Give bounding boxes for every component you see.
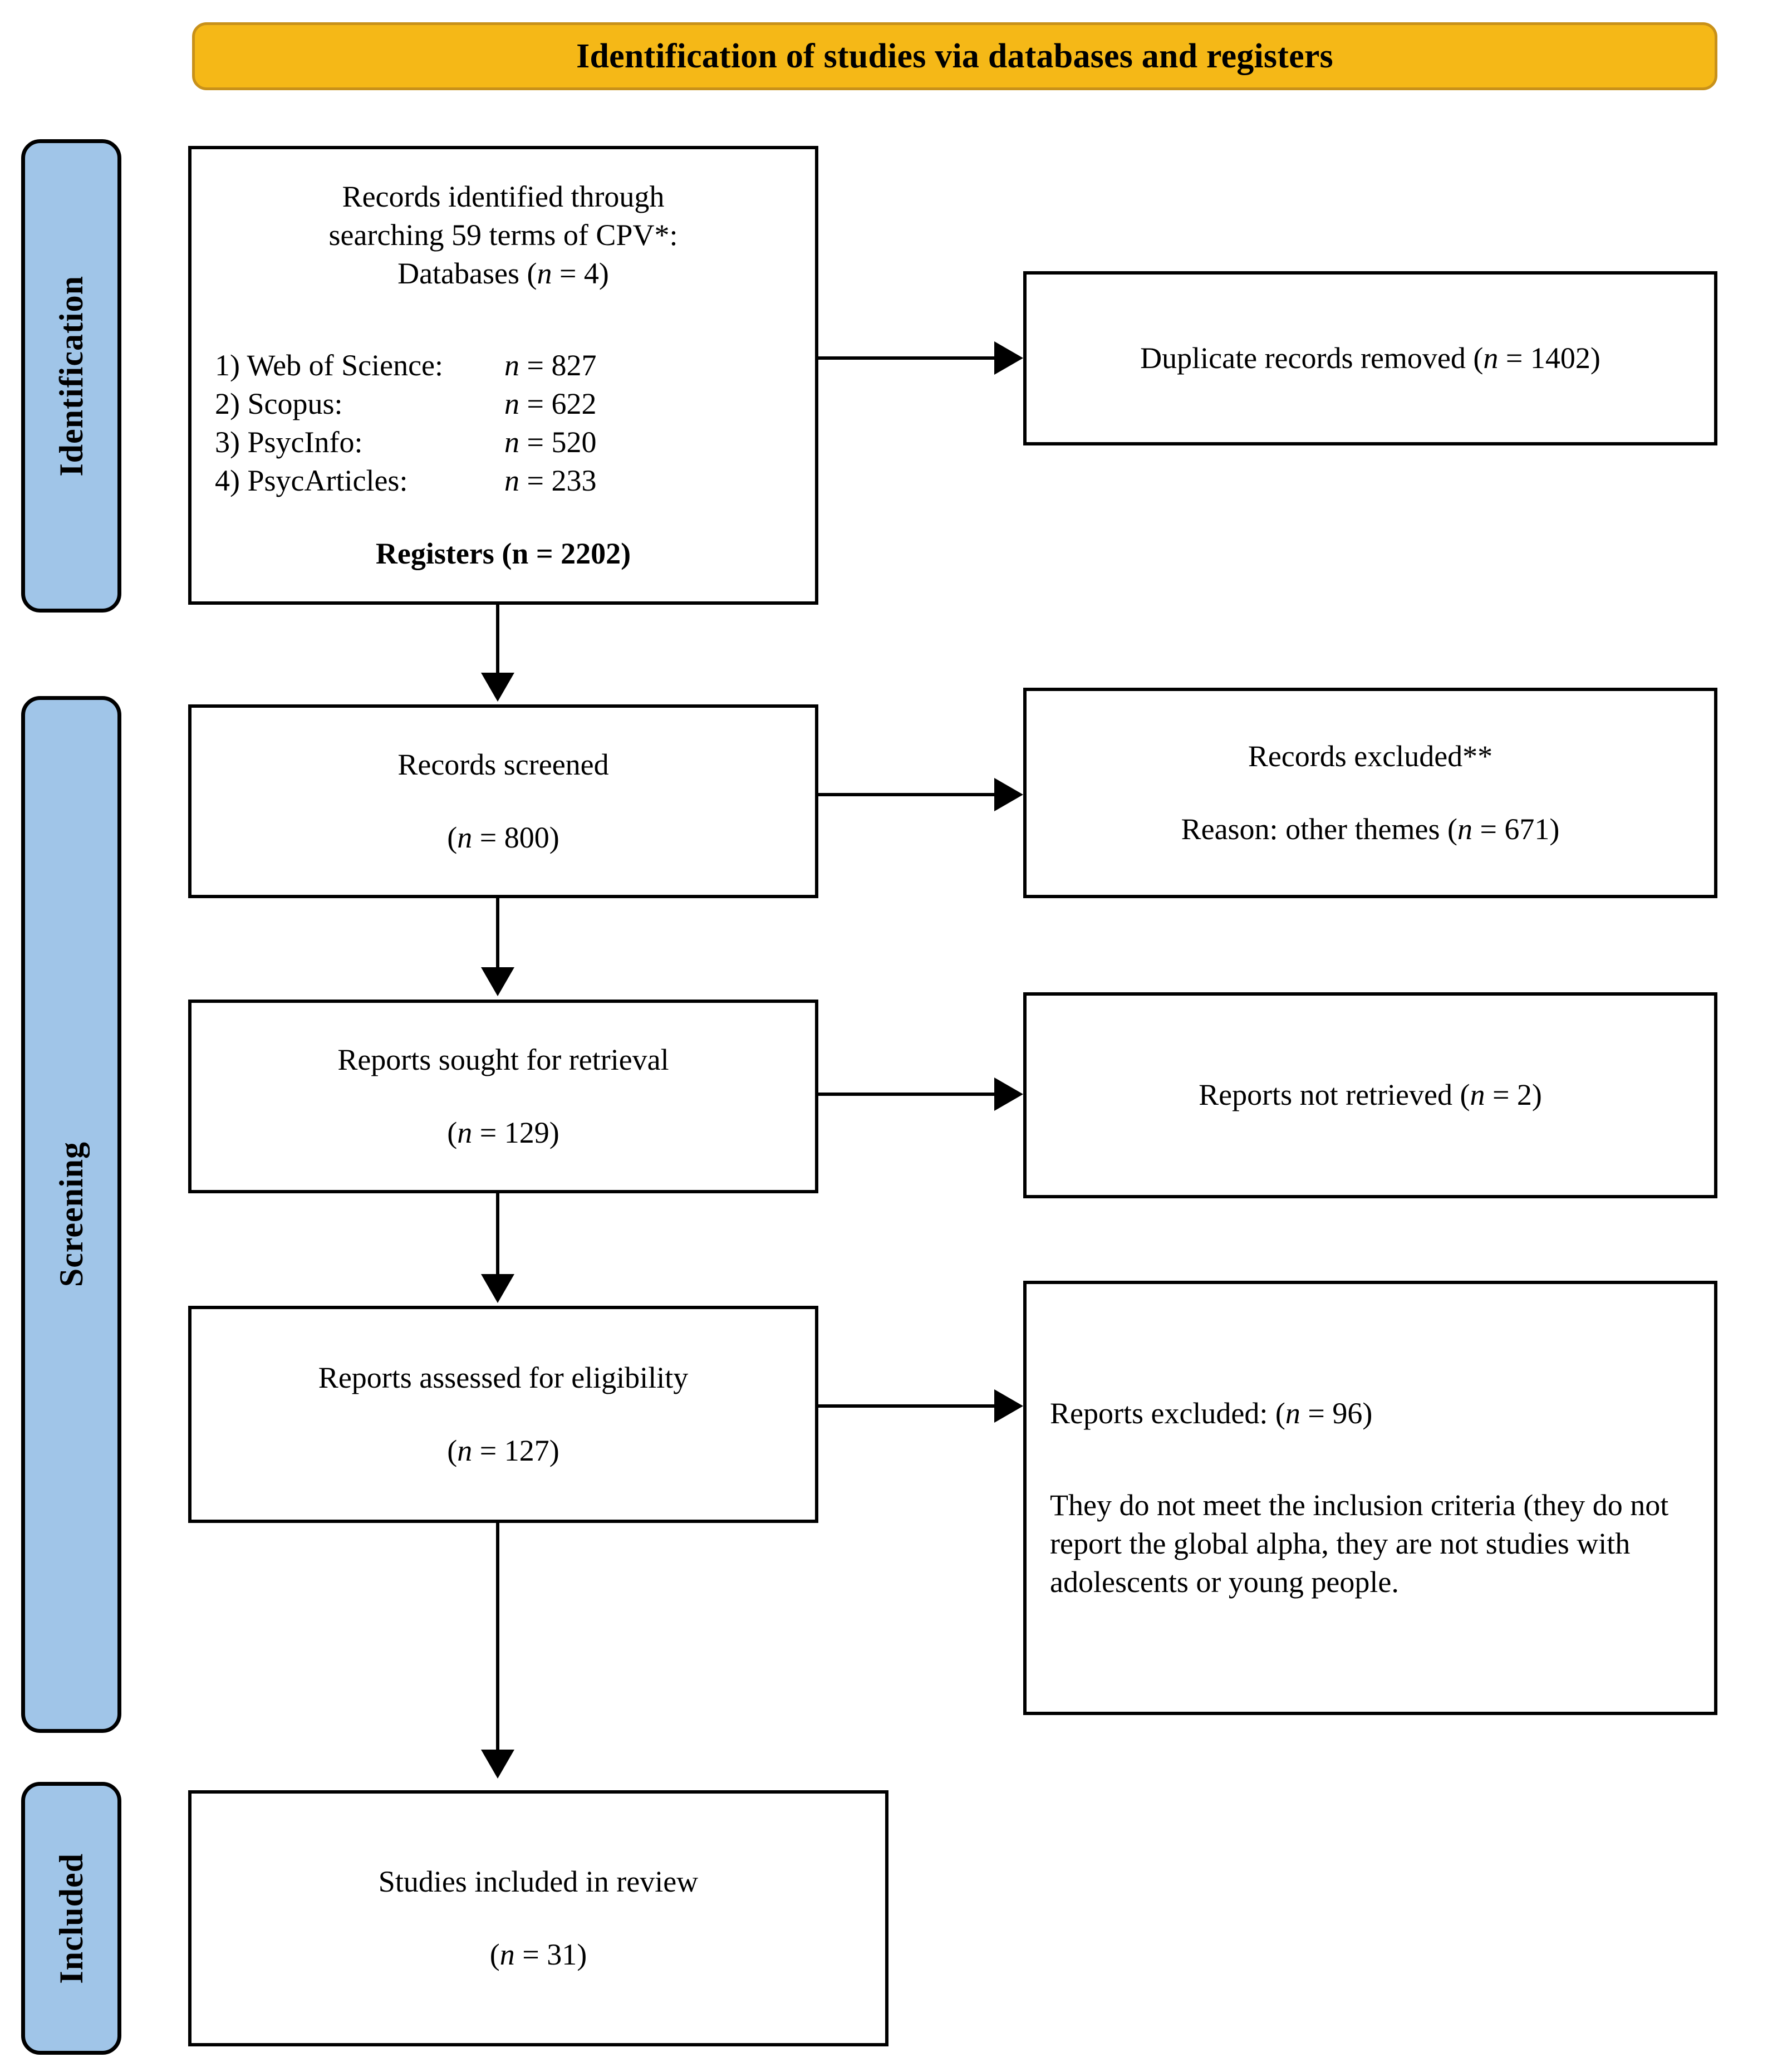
box-studies-included-in-review: Studies included in review (n = 31) xyxy=(188,1790,888,2046)
box-records-identified: Records identified through searching 59 … xyxy=(188,146,818,605)
studies-included-count: (n = 31) xyxy=(489,1938,587,1971)
arrowhead-sought-to-assessed xyxy=(481,1274,514,1303)
connector-screened-to-excluded xyxy=(818,793,996,796)
arrowhead-identified-to-duplicates xyxy=(994,341,1023,375)
database-row: 3) PsycInfo: n = 520 xyxy=(215,425,597,459)
arrowhead-assessed-to-included xyxy=(481,1750,514,1779)
box-reports-assessed-for-eligibility: Reports assessed for eligibility (n = 12… xyxy=(188,1306,818,1523)
records-excluded-label: Records excluded** xyxy=(1248,739,1493,773)
connector-sought-to-not-retrieved xyxy=(818,1093,996,1096)
database-row: 4) PsycArticles: n = 233 xyxy=(215,464,597,498)
arrowhead-screened-to-excluded xyxy=(994,778,1023,811)
records-excluded-reason: Reason: other themes (n = 671) xyxy=(1181,812,1560,846)
reports-excluded-detail: They do not meet the inclusion criteria … xyxy=(1050,1488,1669,1599)
stage-label-screening: Screening xyxy=(52,1142,90,1287)
box-reports-excluded: Reports excluded: (n = 96) They do not m… xyxy=(1023,1281,1717,1715)
reports-not-retrieved-text: Reports not retrieved (n = 2) xyxy=(1199,1078,1542,1112)
records-screened-label: Records screened xyxy=(397,747,609,781)
stage-bar-included: Included xyxy=(21,1782,121,2055)
records-screened-count: (n = 800) xyxy=(447,821,559,854)
arrowhead-assessed-to-reports-excluded xyxy=(994,1389,1023,1423)
registers-count: Registers (n = 2202) xyxy=(375,537,631,571)
box-reports-sought-for-retrieval: Reports sought for retrieval (n = 129) xyxy=(188,1000,818,1193)
connector-assessed-to-reports-excluded xyxy=(818,1404,996,1408)
box-reports-not-retrieved: Reports not retrieved (n = 2) xyxy=(1023,992,1717,1198)
page-title: Identification of studies via databases … xyxy=(576,37,1333,75)
box-duplicate-records-removed: Duplicate records removed (n = 1402) xyxy=(1023,271,1717,445)
reports-sought-label: Reports sought for retrieval xyxy=(337,1042,669,1076)
stage-bar-identification: Identification xyxy=(21,139,121,613)
arrowhead-sought-to-not-retrieved xyxy=(994,1077,1023,1111)
diagram-title-banner: Identification of studies via databases … xyxy=(192,22,1717,90)
connector-screened-to-sought xyxy=(496,898,499,969)
database-list: 1) Web of Science: n = 827 2) Scopus: n … xyxy=(215,346,792,500)
arrowhead-screened-to-sought xyxy=(481,967,514,996)
connector-identified-to-screened xyxy=(496,605,499,676)
reports-assessed-label: Reports assessed for eligibility xyxy=(318,1360,689,1394)
duplicate-records-removed-text: Duplicate records removed (n = 1402) xyxy=(1140,341,1600,375)
database-row: 1) Web of Science: n = 827 xyxy=(215,348,597,382)
arrowhead-identified-to-screened xyxy=(481,673,514,702)
reports-excluded-heading: Reports excluded: (n = 96) xyxy=(1050,1396,1373,1430)
box-records-excluded: Records excluded** Reason: other themes … xyxy=(1023,688,1717,898)
stage-bar-screening: Screening xyxy=(21,696,121,1733)
records-identified-databases-count: Databases (n = 4) xyxy=(397,256,609,290)
reports-sought-count: (n = 129) xyxy=(447,1116,559,1149)
records-identified-line2: searching 59 terms of CPV*: xyxy=(328,218,678,252)
database-row: 2) Scopus: n = 622 xyxy=(215,387,597,420)
connector-assessed-to-included xyxy=(496,1523,499,1752)
studies-included-label: Studies included in review xyxy=(378,1864,699,1898)
connector-sought-to-assessed xyxy=(496,1193,499,1277)
box-records-screened: Records screened (n = 800) xyxy=(188,704,818,898)
reports-assessed-count: (n = 127) xyxy=(447,1434,559,1467)
records-identified-line1: Records identified through xyxy=(342,179,665,213)
connector-identified-to-duplicates xyxy=(818,356,996,360)
stage-label-identification: Identification xyxy=(52,275,90,477)
stage-label-included: Included xyxy=(52,1853,90,1984)
